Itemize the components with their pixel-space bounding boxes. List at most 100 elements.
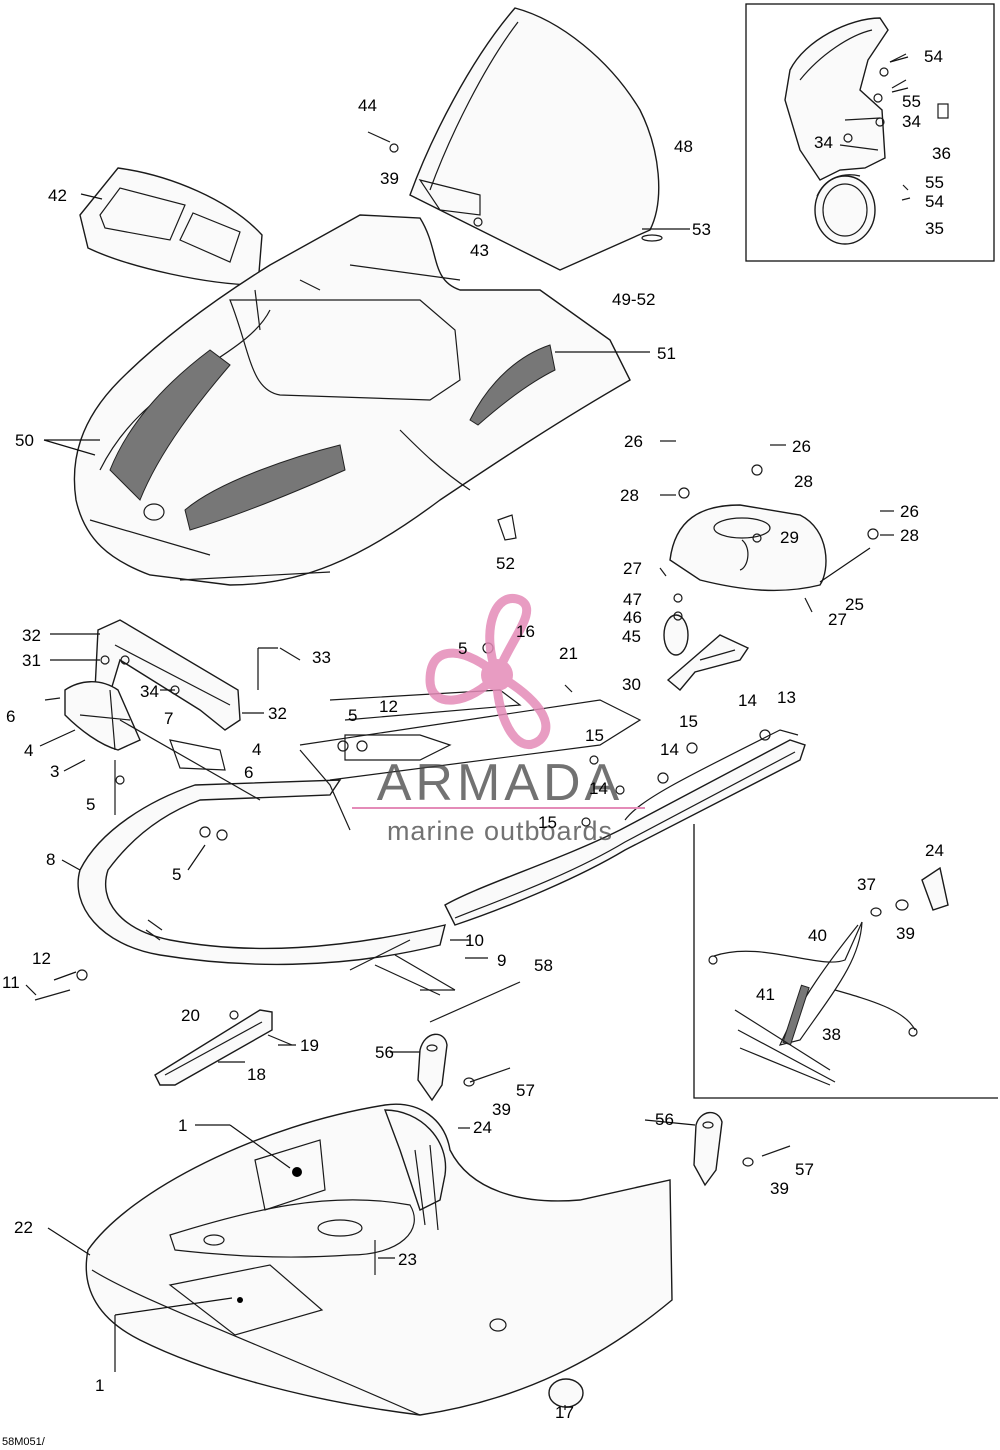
seat-support <box>659 464 879 613</box>
callout-48: 48 <box>674 137 693 156</box>
callout-51: 51 <box>657 344 676 363</box>
belly-pan <box>85 1103 673 1416</box>
callout-22: 22 <box>14 1218 33 1237</box>
callout-15: 15 <box>585 726 604 745</box>
callout-28: 28 <box>620 486 639 505</box>
callout-44: 44 <box>358 96 377 115</box>
callout-32: 32 <box>268 704 287 723</box>
callout-28: 28 <box>900 526 919 545</box>
callout-28: 28 <box>794 472 813 491</box>
callout-31: 31 <box>22 651 41 670</box>
callout-15: 15 <box>679 712 698 731</box>
callout-19: 19 <box>300 1036 319 1055</box>
callout-40: 40 <box>808 926 827 945</box>
callout-32: 32 <box>22 626 41 645</box>
callout-6: 6 <box>6 707 15 726</box>
hood-body <box>73 214 631 586</box>
callout-34: 34 <box>140 682 159 701</box>
callout-24: 24 <box>925 841 944 860</box>
callout-45: 45 <box>622 627 641 646</box>
callout-3: 3 <box>50 762 59 781</box>
callout-27: 27 <box>828 610 847 629</box>
callout-52: 52 <box>496 554 515 573</box>
callout-33: 33 <box>312 648 331 667</box>
callout-5: 5 <box>86 795 95 814</box>
callout-14: 14 <box>738 691 757 710</box>
callout-50: 50 <box>15 431 34 450</box>
callout-43: 43 <box>470 241 489 260</box>
callout-9: 9 <box>497 951 506 970</box>
callout-12: 12 <box>32 949 51 968</box>
callout-10: 10 <box>465 931 484 950</box>
callout-labels: 54 55 34 34 36 55 54 35 44 39 42 43 48 5… <box>2 47 951 1422</box>
callout-27: 27 <box>623 559 642 578</box>
drawing-reference-code: 58M051/ <box>2 1436 46 1448</box>
callout-54: 54 <box>925 192 944 211</box>
callout-41: 41 <box>756 985 775 1004</box>
armada-watermark: ARMADA marine outboards <box>352 594 645 846</box>
callout-57: 57 <box>795 1160 814 1179</box>
side-rail <box>444 729 806 926</box>
callout-38: 38 <box>822 1025 841 1044</box>
callout-4: 4 <box>252 740 261 759</box>
callout-36: 36 <box>932 144 951 163</box>
callout-30: 30 <box>622 675 641 694</box>
inset-hood-strap <box>693 824 998 1099</box>
callout-4: 4 <box>24 741 33 760</box>
callout-55: 55 <box>925 173 944 192</box>
callout-29: 29 <box>780 528 799 547</box>
mounting-strip <box>154 939 521 1086</box>
callout-42: 42 <box>48 186 67 205</box>
bracket-30 <box>663 593 750 691</box>
armada-tagline-text: marine outboards <box>387 816 613 846</box>
callout-8: 8 <box>46 850 55 869</box>
callout-24: 24 <box>473 1118 492 1137</box>
callout-37: 37 <box>857 875 876 894</box>
inset-headlight-bracket <box>745 3 995 262</box>
callout-11: 11 <box>2 973 20 992</box>
callout-14: 14 <box>660 740 679 759</box>
callout-47: 47 <box>623 590 642 609</box>
callout-13: 13 <box>777 688 796 707</box>
callout-5: 5 <box>458 639 467 658</box>
callout-25: 25 <box>845 595 864 614</box>
callout-1: 1 <box>95 1376 104 1395</box>
leader-lines <box>25 56 909 1410</box>
side-brackets-56 <box>417 1033 791 1187</box>
callout-5: 5 <box>172 865 181 884</box>
callout-26: 26 <box>624 432 643 451</box>
windshield <box>367 7 663 271</box>
callout-39: 39 <box>380 169 399 188</box>
callout-18: 18 <box>247 1065 266 1084</box>
armada-propeller-logo <box>425 594 551 749</box>
callout-49-52: 49-52 <box>612 290 655 309</box>
callout-34: 34 <box>814 133 833 152</box>
callout-16: 16 <box>516 622 535 641</box>
callout-58: 58 <box>534 956 553 975</box>
instrument-panel <box>79 167 263 286</box>
left-brackets <box>44 619 301 841</box>
callout-6: 6 <box>244 763 253 782</box>
callout-53: 53 <box>692 220 711 239</box>
callout-56: 56 <box>655 1110 674 1129</box>
callout-23: 23 <box>398 1250 417 1269</box>
callout-57: 57 <box>516 1081 535 1100</box>
callout-7: 7 <box>164 709 173 728</box>
callout-39: 39 <box>492 1100 511 1119</box>
callout-5: 5 <box>348 706 357 725</box>
callout-34: 34 <box>902 112 921 131</box>
callout-12: 12 <box>379 697 398 716</box>
callout-26: 26 <box>792 437 811 456</box>
callout-46: 46 <box>623 608 642 627</box>
callout-15: 15 <box>538 813 557 832</box>
callout-55: 55 <box>902 92 921 111</box>
callout-20: 20 <box>181 1006 200 1025</box>
callout-1: 1 <box>178 1116 187 1135</box>
callout-39: 39 <box>896 924 915 943</box>
callout-39: 39 <box>770 1179 789 1198</box>
armada-brand-text: ARMADA <box>377 754 623 812</box>
callout-26: 26 <box>900 502 919 521</box>
callout-54: 54 <box>924 47 943 66</box>
callout-56: 56 <box>375 1043 394 1062</box>
